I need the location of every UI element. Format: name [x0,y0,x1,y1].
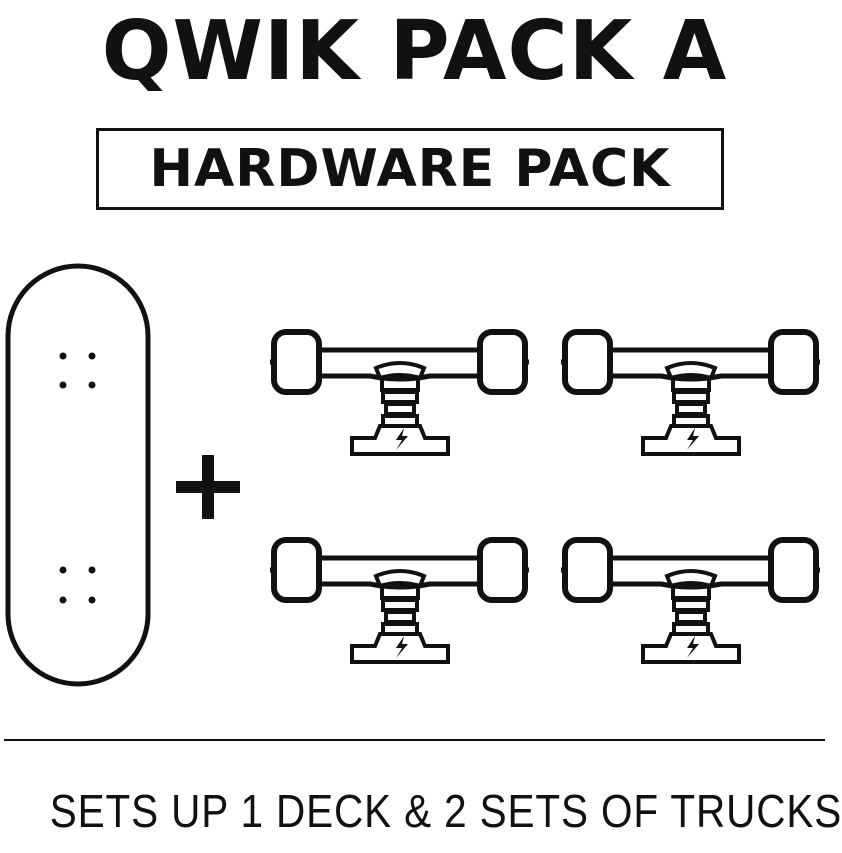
skateboard-deck-icon [5,263,151,687]
skateboard-truck-icon [561,332,820,454]
subtitle-text: HARDWARE PACK [149,139,671,199]
subtitle-box: HARDWARE PACK [96,128,724,210]
footer-text: SETS UP 1 DECK & 2 SETS OF TRUCKS [49,785,842,837]
page-title: QWIK PACK A [101,4,728,99]
skateboard-truck-icon [270,540,529,662]
skateboard-truck-icon [561,540,820,662]
plus-icon [176,455,240,519]
skateboard-truck-icon [270,332,529,454]
divider [4,739,825,741]
